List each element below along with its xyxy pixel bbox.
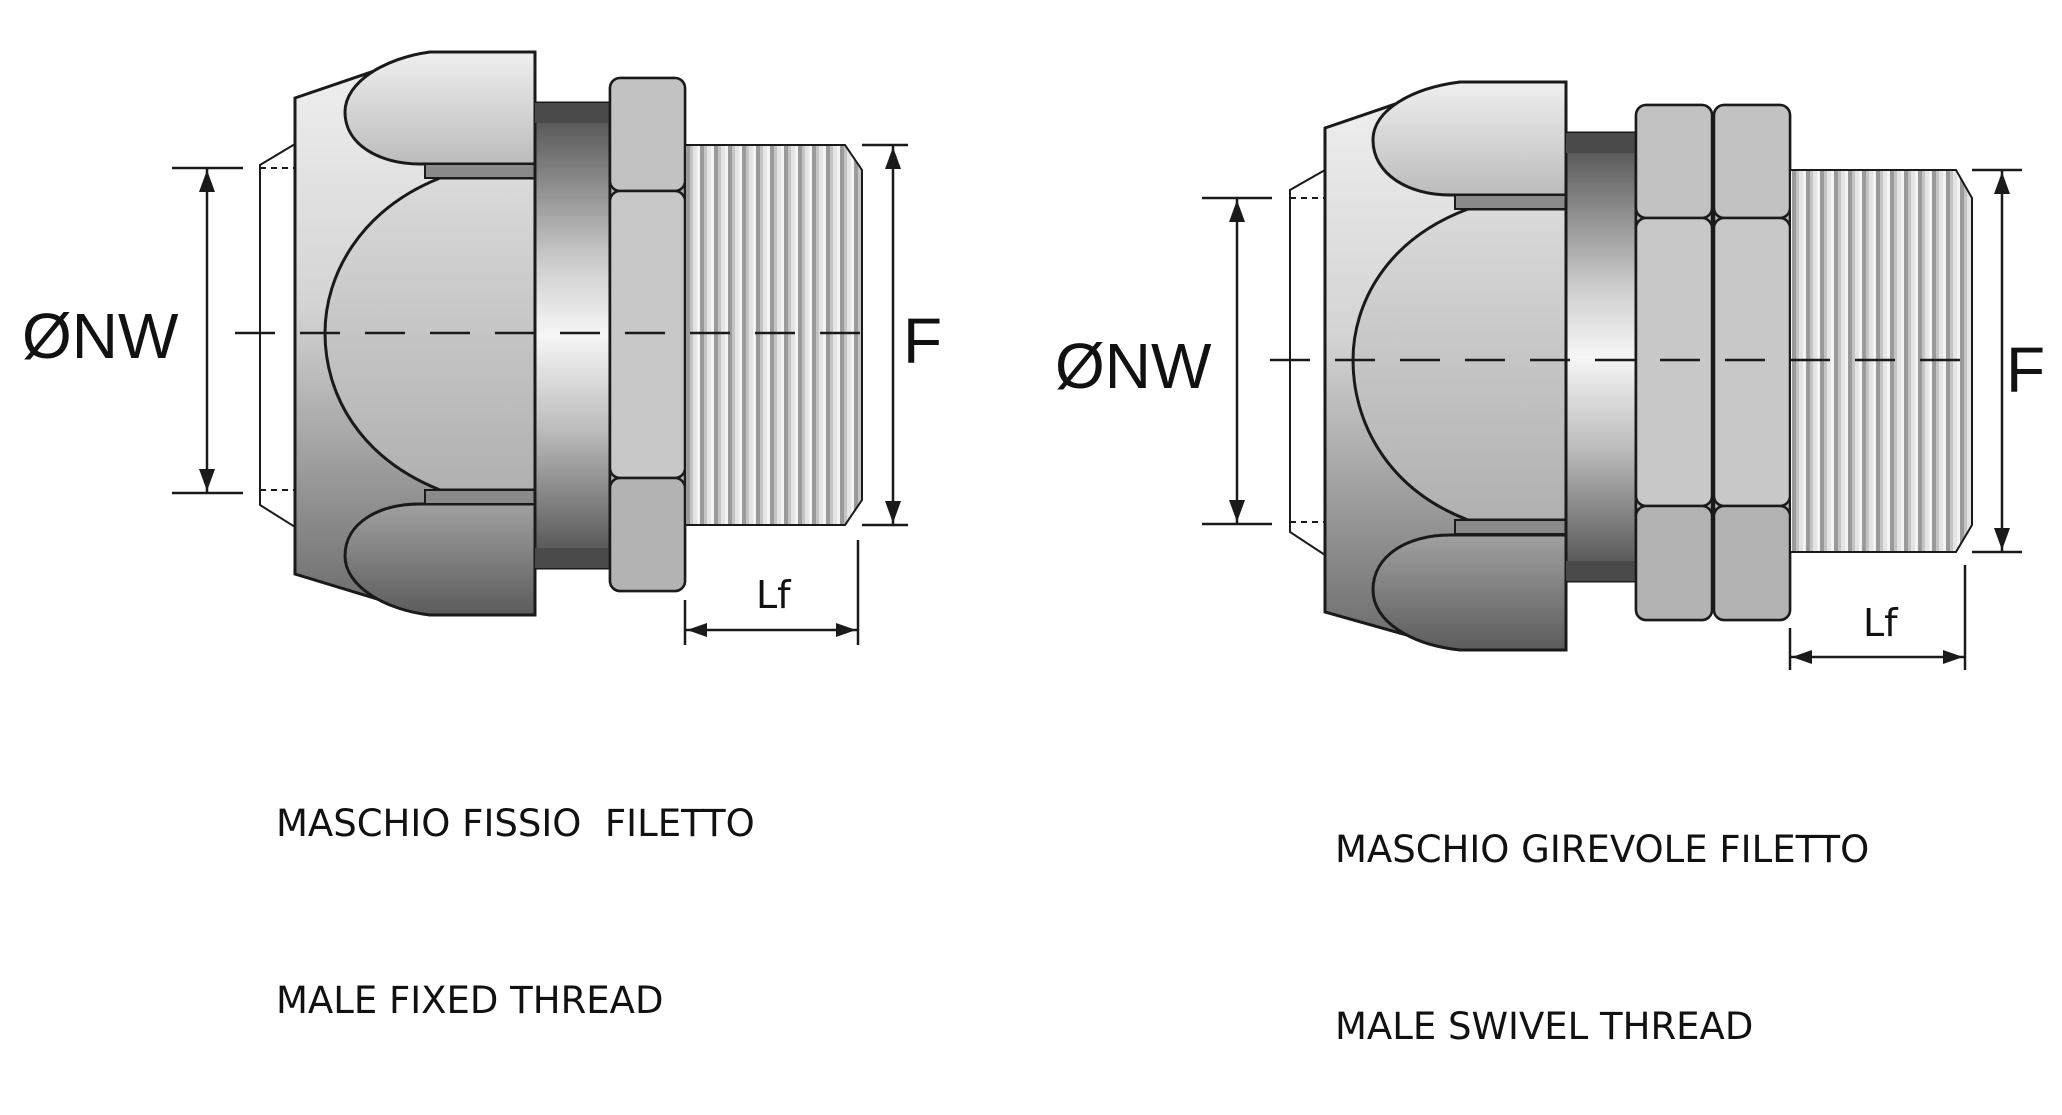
- fixed-caption: MASCHIO FISSIO FILETTO MALE FIXED THREAD: [276, 676, 755, 1089]
- swivel-thread-dimension: [1972, 168, 2022, 554]
- swivel-caption-italian: MASCHIO GIREVOLE FILETTO: [1335, 828, 1870, 871]
- fixed-hex-nut: [608, 76, 687, 593]
- swivel-length-label: Lf: [1863, 601, 1899, 645]
- fixed-thread-label: F: [903, 305, 942, 377]
- swivel-lower-lobe: [1371, 533, 1568, 652]
- swivel-fitting: ØNW F Lf: [1055, 80, 2045, 670]
- fixed-thread: [684, 144, 863, 526]
- fixed-length-dimension: [683, 540, 860, 645]
- swivel-caption: MASCHIO GIREVOLE FILETTO MALE SWIVEL THR…: [1335, 702, 1869, 1115]
- fixed-thread-dimension: [862, 143, 908, 527]
- fixed-caption-english: MALE FIXED THREAD: [276, 979, 664, 1022]
- swivel-caption-english: MALE SWIVEL THREAD: [1335, 1005, 1754, 1048]
- swivel-barrel: [1564, 131, 1638, 583]
- swivel-ferrule: [1289, 168, 1326, 557]
- swivel-hex-nut-1: [1634, 103, 1714, 622]
- fixed-diameter-label: ØNW: [22, 300, 179, 372]
- swivel-upper-lobe: [1371, 80, 1568, 197]
- swivel-diameter-dimension: [1202, 196, 1272, 526]
- fixed-barrel: [533, 101, 612, 570]
- fixed-caption-italian: MASCHIO FISSIO FILETTO: [276, 802, 755, 845]
- fixed-upper-lobe: [343, 50, 537, 166]
- fixed-fitting: ØNW F Lf: [22, 50, 942, 645]
- fixed-lower-lobe: [343, 502, 537, 617]
- swivel-diameter-label: ØNW: [1055, 330, 1212, 402]
- fittings-drawing: ØNW F Lf: [22, 50, 2045, 670]
- swivel-hex-nut-2: [1712, 103, 1792, 622]
- fixed-ferrule: [259, 142, 296, 529]
- swivel-thread-label: F: [2006, 334, 2045, 406]
- fixed-diameter-dimension: [172, 166, 243, 495]
- fixed-length-label: Lf: [756, 573, 792, 617]
- swivel-length-dimension: [1788, 565, 1967, 670]
